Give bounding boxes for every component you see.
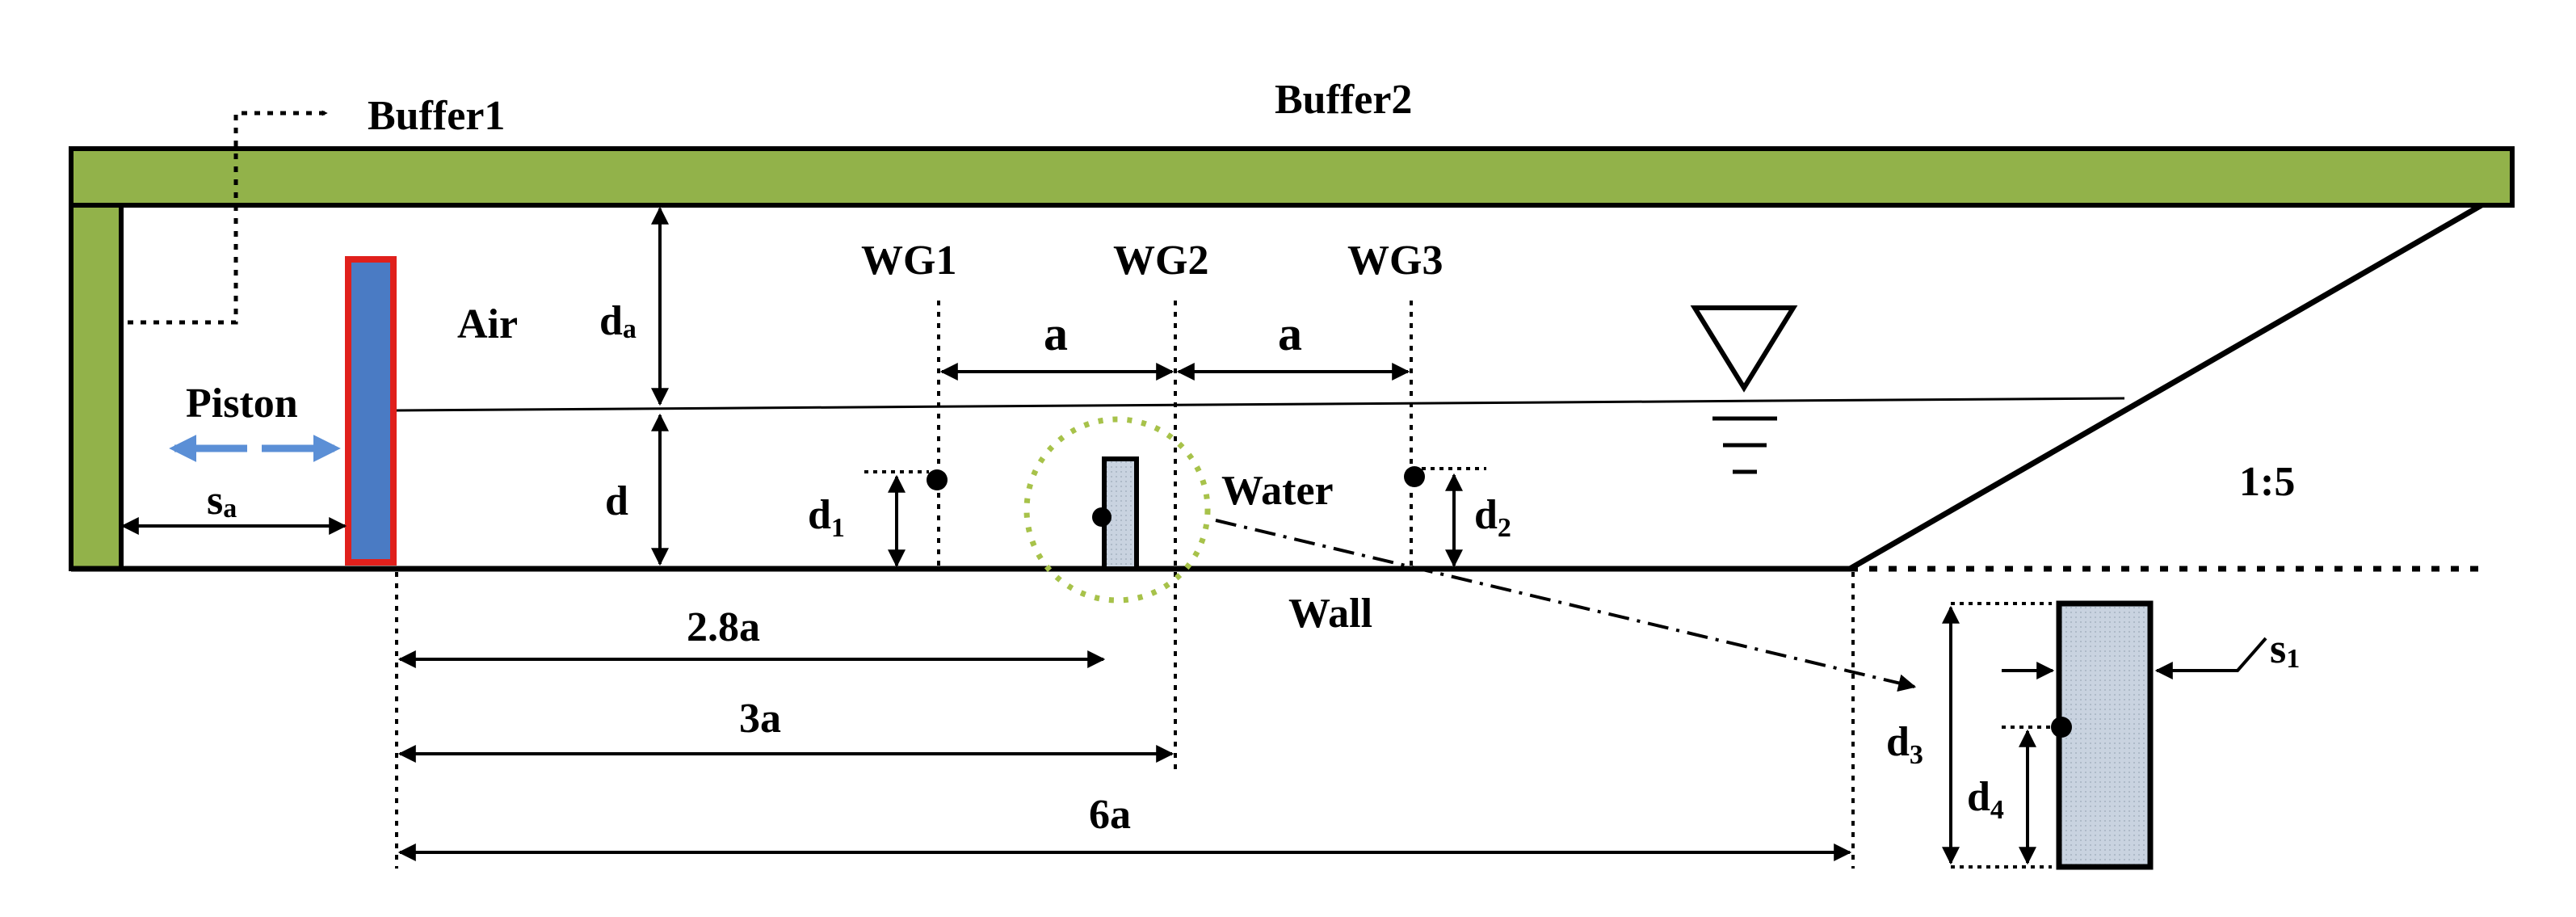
wg1-label: WG1 [861,238,956,284]
d1-label: d1 [808,492,845,543]
spacing-a-2-label: a [1278,307,1302,360]
dim-2-8a-label: 2.8a [687,604,760,650]
buffer1-leader [128,110,328,325]
detail-wall-sensor [2056,600,2154,870]
air-label: Air [457,301,518,347]
wg3-sensor-point [1404,466,1425,487]
d-label: d [605,478,628,524]
beach-slope [1848,202,2483,572]
piston [345,256,397,566]
wg2-label: WG2 [1113,238,1208,284]
detail-sensor-point [2051,717,2072,738]
still-water-line [395,397,2125,412]
buffer1-left-wall [69,203,124,571]
buffer1-label: Buffer1 [368,93,505,139]
dim-6a-label: 6a [1089,792,1131,838]
wall-sensor-point [1092,507,1112,527]
detail-highlight-circle [1023,416,1211,604]
sa-label: sa [207,477,237,524]
piston-label: Piston [186,381,298,427]
spacing-a-1-label: a [1044,307,1068,360]
dim-3a-label: 3a [739,696,781,742]
d3-label: d3 [1886,719,1923,770]
d4-label: d4 [1967,774,2004,825]
inverted-triangle-water-level-icon [1690,305,1798,474]
s1-label: s1 [2270,626,2300,674]
wg1-sensor-point [927,469,948,490]
wg3-label: WG3 [1347,238,1443,284]
buffer2-label: Buffer2 [1275,77,1412,123]
d2-label: d2 [1474,492,1511,543]
da-label: da [599,298,637,344]
buffer2-top-bar [69,146,2515,208]
water-label: Water [1221,468,1334,514]
wall-label: Wall [1288,591,1372,637]
s1-leader [2211,637,2267,672]
slope-label: 1:5 [2239,459,2295,505]
